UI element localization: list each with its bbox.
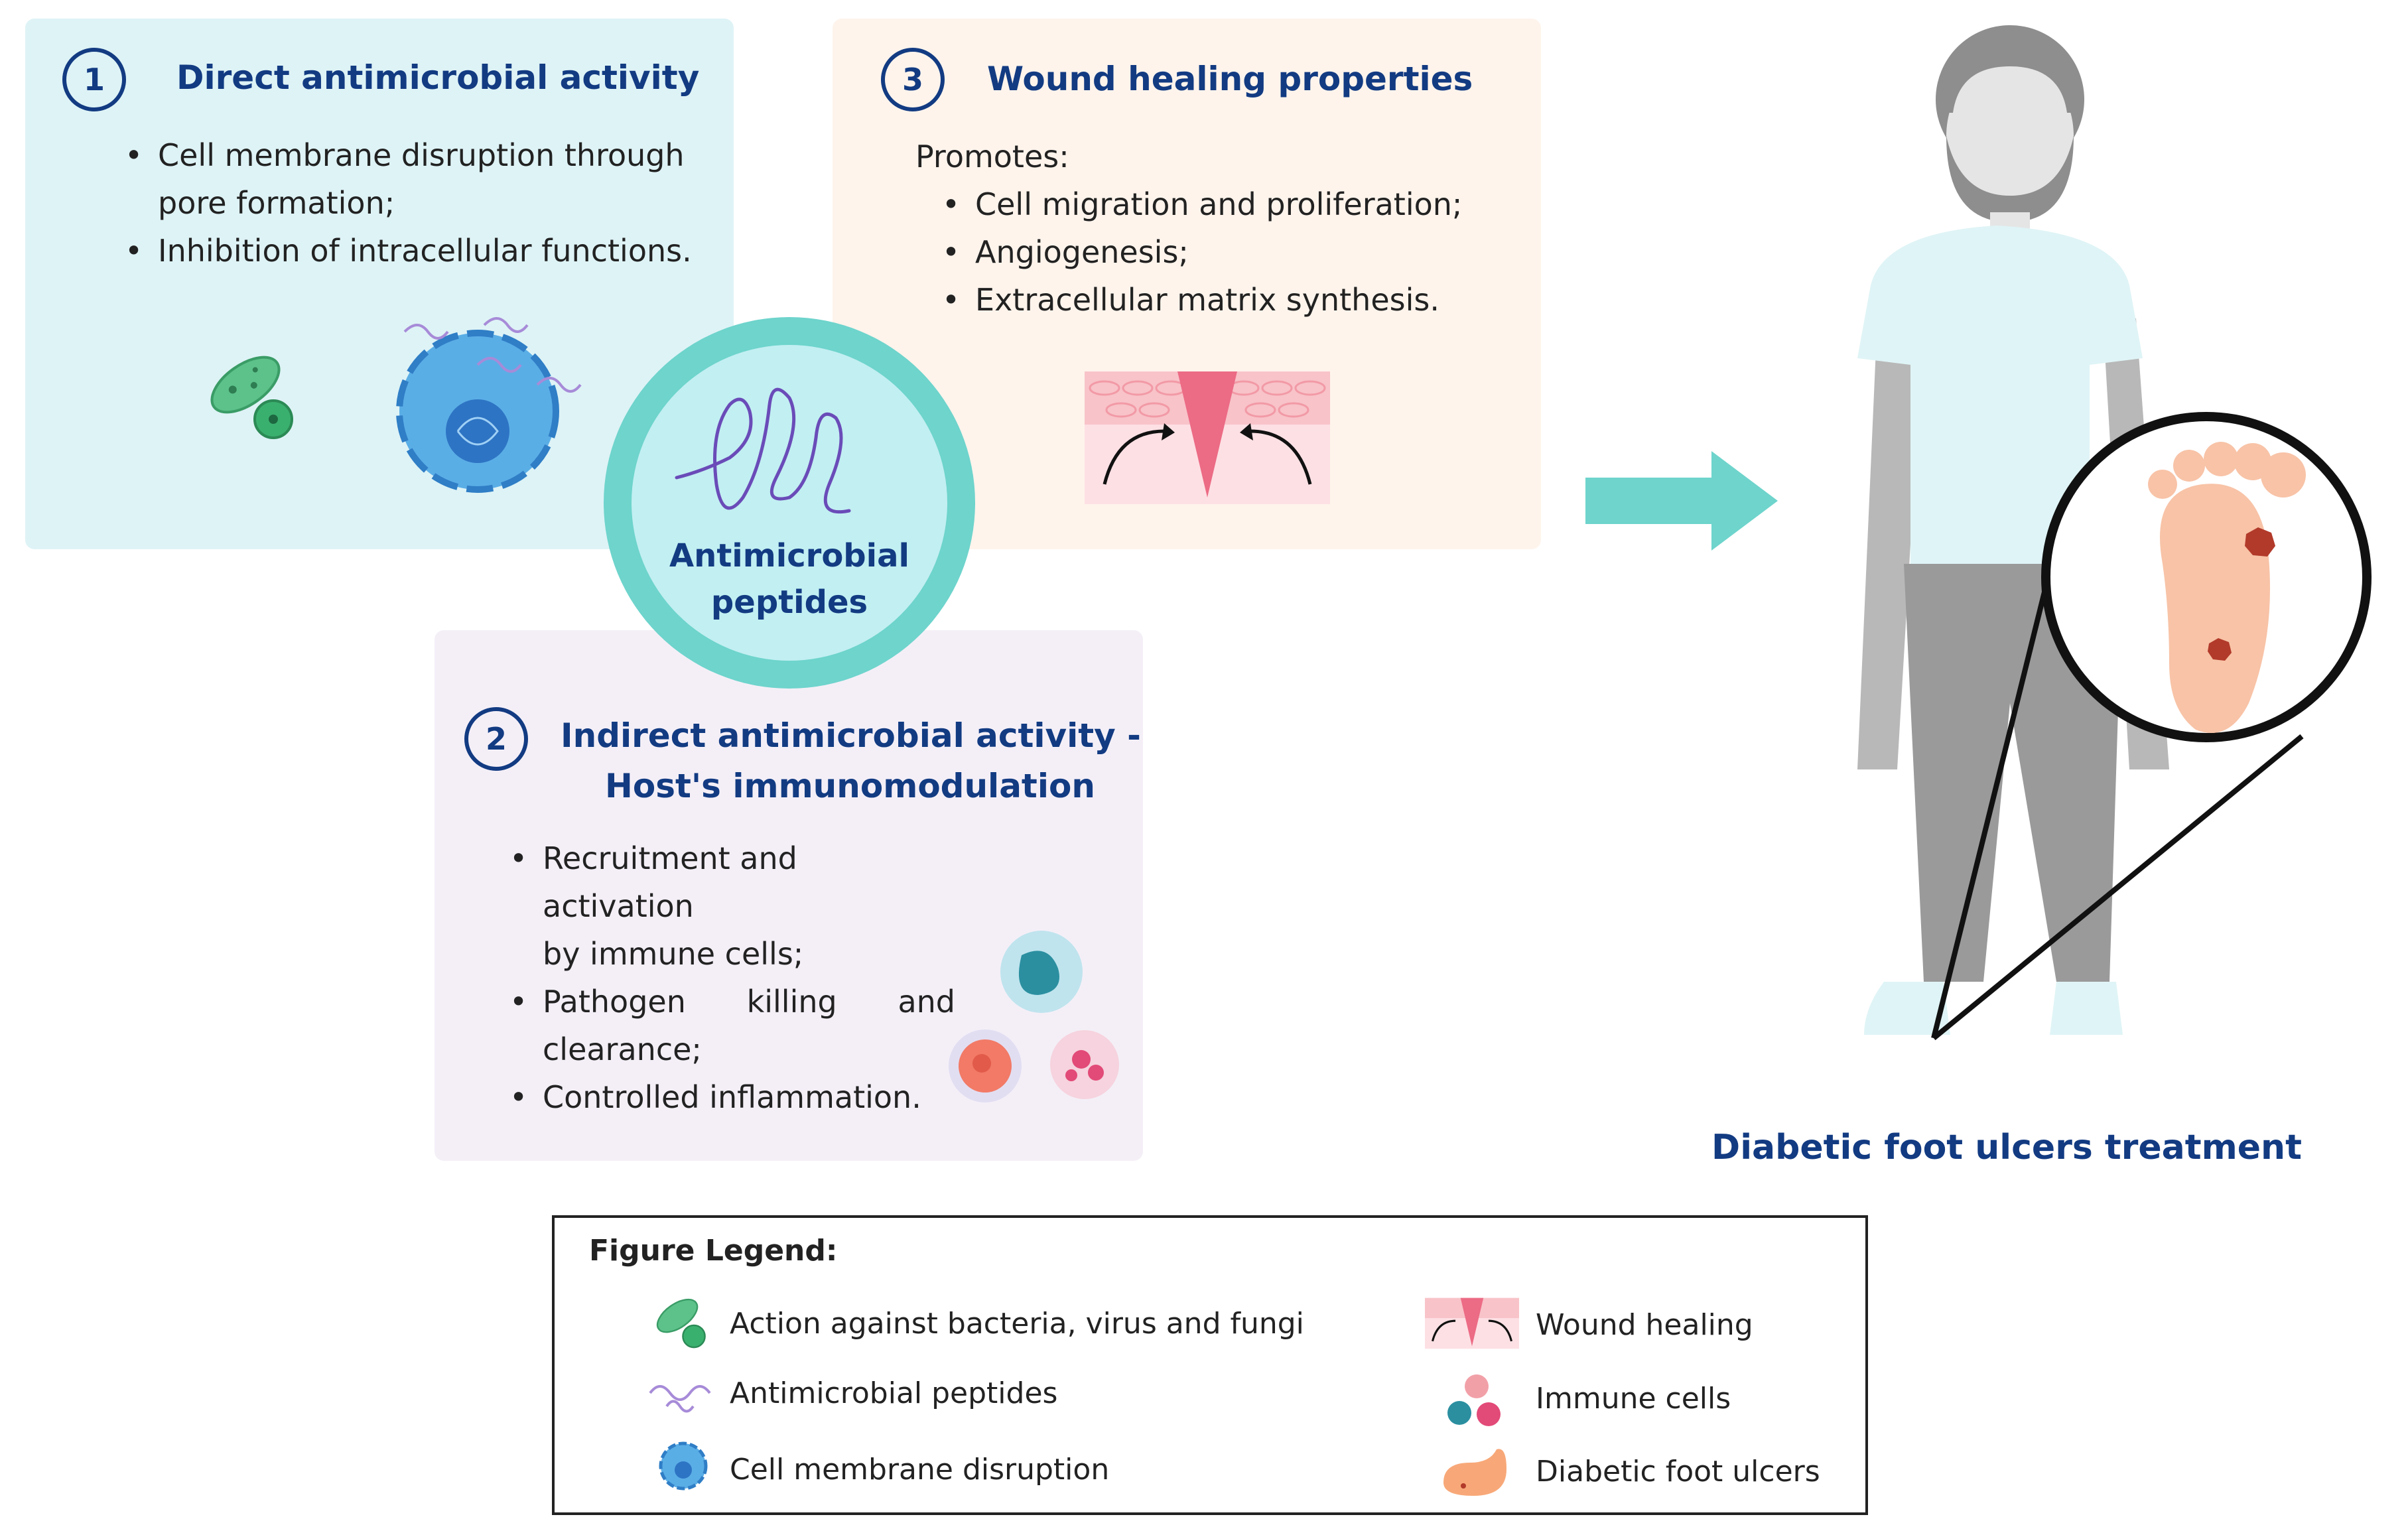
bullet: Cell migration and proliferation; xyxy=(942,180,1462,228)
wound-icon xyxy=(1425,1297,1519,1349)
immune-cells-icon xyxy=(1447,1374,1501,1426)
legend-label-foot: Diabetic foot ulcers xyxy=(1536,1455,1820,1489)
immune-cells-icon xyxy=(949,931,1119,1102)
legend-label-immune: Immune cells xyxy=(1536,1382,1731,1416)
peptide-icon xyxy=(649,1385,711,1413)
panel-3-intro: Promotes: xyxy=(915,139,1069,174)
bullet: Extracellular matrix synthesis. xyxy=(942,276,1462,324)
step-number-1: 1 xyxy=(62,48,126,111)
foot-icon xyxy=(2148,442,2306,733)
bullet: Angiogenesis; xyxy=(942,228,1462,276)
cell-icon xyxy=(396,317,582,493)
panel-1-title: Direct antimicrobial activity xyxy=(176,58,700,97)
foot-icon xyxy=(1443,1449,1506,1496)
arrow-right-icon xyxy=(1585,451,1778,551)
step-number-3: 3 xyxy=(881,48,945,111)
legend-title: Figure Legend: xyxy=(589,1234,838,1268)
step-number-2: 2 xyxy=(464,707,528,771)
legend-label-cell-membrane: Cell membrane disruption xyxy=(730,1453,1110,1487)
center-label-line-1: Antimicrobial xyxy=(669,537,909,574)
bacteria-icon xyxy=(210,356,293,439)
person-illustration xyxy=(1857,25,2372,1041)
panel-3-bullets: Cell migration and proliferation; Angiog… xyxy=(942,180,1462,324)
figure-legend xyxy=(552,1215,1868,1515)
cell-icon xyxy=(659,1441,708,1491)
panel-2-title-line-1: Indirect antimicrobial activity - xyxy=(561,716,1141,755)
peptide-icon xyxy=(675,387,851,514)
bacteria-icon xyxy=(656,1298,706,1349)
wound-icon xyxy=(1085,371,1330,504)
bullet: Controlled inflammation. xyxy=(509,1073,955,1121)
legend-label-bacteria: Action against bacteria, virus and fungi xyxy=(730,1307,1304,1341)
legend-label-peptides: Antimicrobial peptides xyxy=(730,1376,1058,1410)
bullet: Inhibition of intracellular functions. xyxy=(125,227,692,275)
panel-2-title-line-2: Host's immunomodulation xyxy=(605,767,1095,805)
center-label-line-2: peptides xyxy=(710,584,868,621)
panel-3-title: Wound healing properties xyxy=(987,60,1473,98)
legend-label-wound: Wound healing xyxy=(1536,1308,1753,1342)
outcome-label: Diabetic foot ulcers treatment xyxy=(1711,1128,2302,1167)
